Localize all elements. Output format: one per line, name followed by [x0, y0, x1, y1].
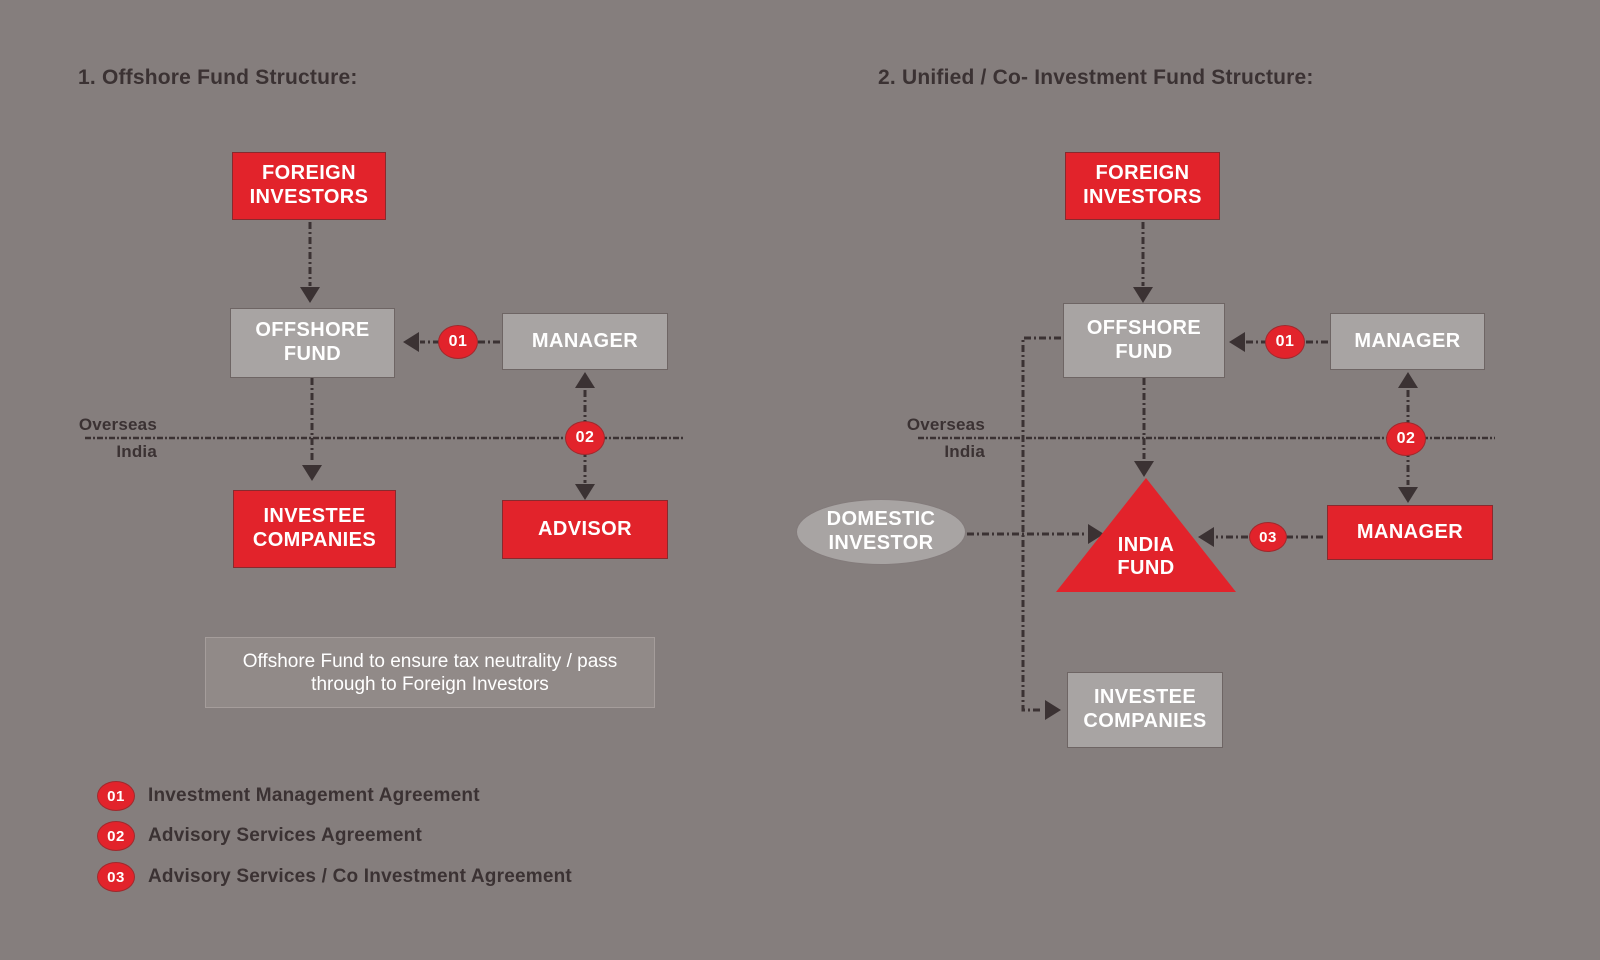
node-offshore-fund-left: OFFSHORE FUND — [230, 308, 395, 378]
arrow-domestic-investor-to-india-fund — [967, 524, 1104, 544]
node-foreign-investors-left: FOREIGN INVESTORS — [232, 152, 386, 220]
badge-01-left: 01 — [438, 325, 478, 359]
legend-badge-02: 02 — [97, 821, 135, 851]
elbow-offshore-fund-to-investee-companies — [1021, 336, 1061, 720]
node-investee-companies-right: INVESTEE COMPANIES — [1067, 672, 1223, 748]
left-section-title: 1. Offshore Fund Structure: — [78, 66, 358, 89]
badge-01-right: 01 — [1265, 325, 1305, 359]
node-manager-top-right: MANAGER — [1330, 313, 1485, 370]
legend-label-03: Advisory Services / Co Investment Agreem… — [148, 866, 572, 887]
arrow-foreign-investors-to-offshore-fund-left — [300, 222, 320, 303]
divider-label-india-left: India — [116, 442, 157, 461]
legend-badge-03: 03 — [97, 862, 135, 892]
badge-02-left: 02 — [565, 421, 605, 455]
legend-label-02: Advisory Services Agreement — [148, 825, 422, 846]
legend-badge-01: 01 — [97, 781, 135, 811]
node-investee-companies-left: INVESTEE COMPANIES — [233, 490, 396, 568]
badge-02-right: 02 — [1386, 422, 1426, 456]
node-offshore-fund-right: OFFSHORE FUND — [1063, 303, 1225, 378]
arrow-offshore-fund-to-investee-companies-left — [302, 378, 322, 481]
node-domestic-investor: DOMESTIC INVESTOR — [796, 499, 966, 565]
note-tax-neutrality: Offshore Fund to ensure tax neutrality /… — [205, 637, 655, 708]
badge-03-right: 03 — [1249, 522, 1287, 552]
arrow-foreign-investors-to-offshore-fund-right — [1133, 222, 1153, 303]
india-fund-label: INDIA FUND — [1117, 534, 1175, 579]
arrow-manager-to-india-fund-03 — [1198, 527, 1323, 547]
node-manager-bottom-right: MANAGER — [1327, 505, 1493, 560]
divider-label-india-right: India — [944, 442, 985, 461]
divider-label-overseas-left: Overseas — [78, 415, 157, 434]
divider-label-overseas-right: Overseas — [906, 415, 985, 434]
arrow-offshore-fund-to-india-fund — [1134, 378, 1154, 477]
node-advisor-left: ADVISOR — [502, 500, 668, 559]
node-manager-left: MANAGER — [502, 313, 668, 370]
right-section-title: 2. Unified / Co- Investment Fund Structu… — [878, 66, 1314, 89]
legend-label-01: Investment Management Agreement — [148, 785, 480, 806]
node-foreign-investors-right: FOREIGN INVESTORS — [1065, 152, 1220, 220]
